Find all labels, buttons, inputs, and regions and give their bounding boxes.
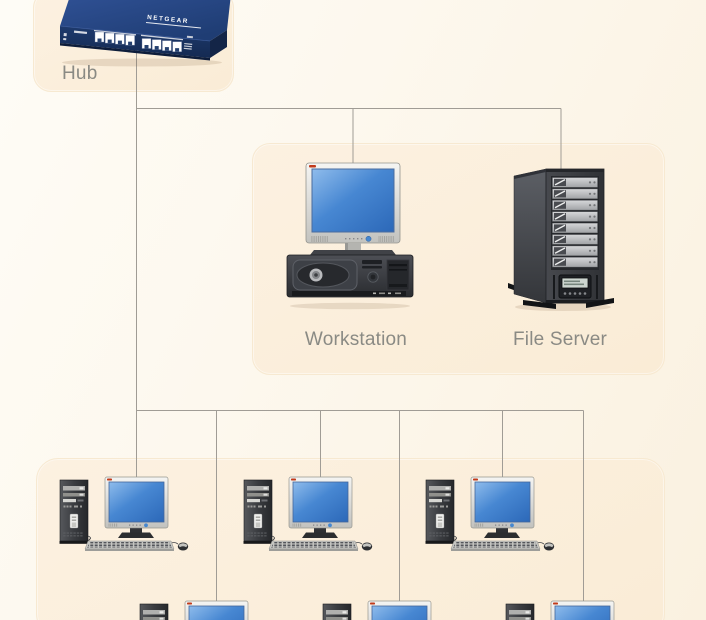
hub-shadow	[62, 58, 222, 67]
hub-brand-text: NETGEAR	[147, 14, 189, 25]
file-server-label: File Server	[512, 329, 608, 350]
workstation-pc-3[interactable]	[425, 475, 565, 560]
workstation-pc-5[interactable]	[322, 599, 462, 620]
file-server-device[interactable]	[508, 163, 618, 313]
workstation-pc-1[interactable]	[59, 475, 199, 560]
workstation-pc-6[interactable]	[505, 599, 645, 620]
workstation-pc-4[interactable]	[139, 599, 279, 620]
workstation-label: Workstation	[304, 329, 408, 350]
workstation-device[interactable]	[285, 160, 419, 310]
hub-label: Hub	[62, 63, 98, 84]
hub-device[interactable]: NETGEAR	[50, 0, 232, 70]
workstation-pc-2[interactable]	[243, 475, 383, 560]
workstation-case	[310, 250, 396, 255]
hub-ports	[94, 31, 182, 52]
